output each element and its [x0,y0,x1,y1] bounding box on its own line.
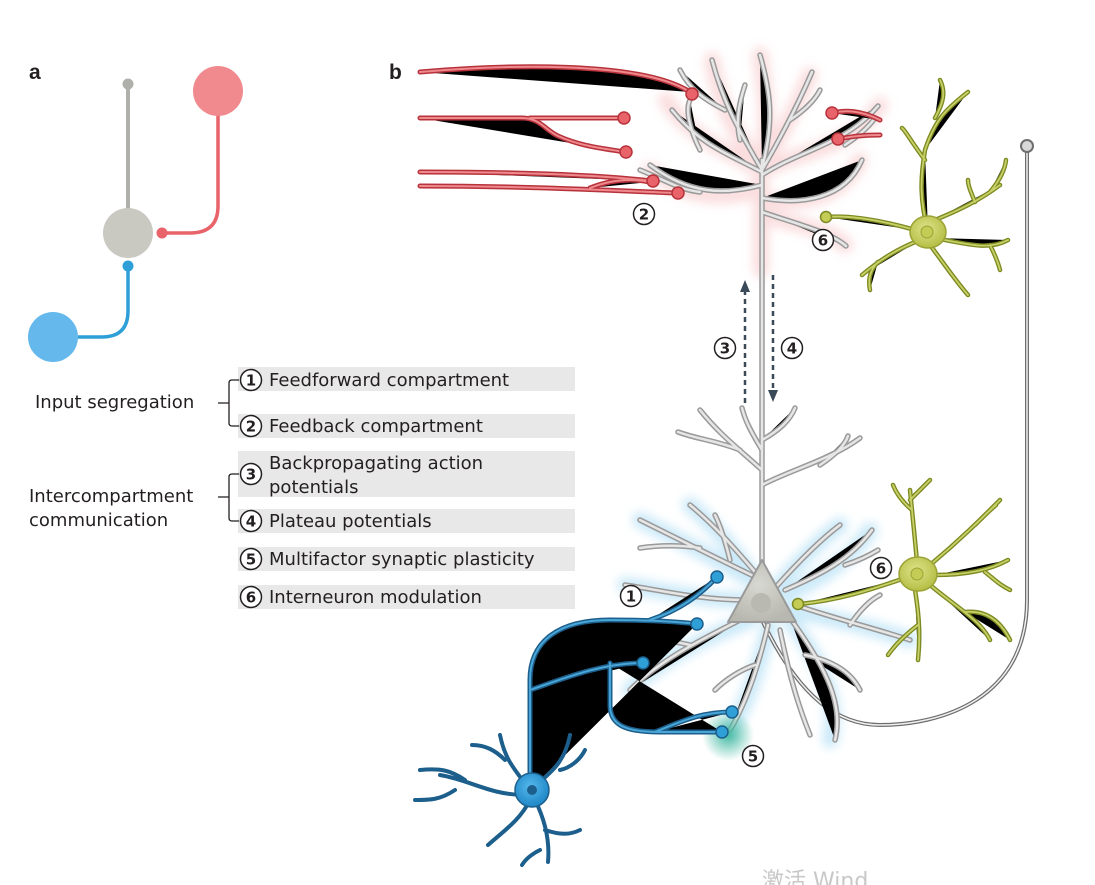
legend-label-3-line2: potentials [269,477,358,498]
feedforward-neuron [413,570,739,867]
blue-synapse [122,260,134,272]
legend-box-3 [238,451,575,497]
panel-a: a [28,61,243,362]
legend-number-1: 1 [246,372,256,390]
grey-process-terminal [122,78,134,90]
legend-number-3: 3 [246,466,256,484]
marker-plasticity: 5 [748,748,758,766]
legend: 1 2 3 4 5 6 Feedforward compartment Feed… [29,367,575,609]
group-label-input-segregation: Input segregation [35,392,194,413]
pyramidal-nucleus [751,593,771,613]
red-input-soma [193,66,243,116]
intercompartment-arrows [740,275,778,403]
legend-number-5: 5 [246,551,256,569]
legend-number-6: 6 [246,589,256,607]
marker-bap: 3 [720,340,730,358]
group-label-intercompartment-line1: Intercompartment [29,486,193,507]
legend-label-1: Feedforward compartment [269,370,509,391]
interneuron-top [819,80,1009,295]
panel-a-feedback-input [156,66,243,239]
panel-a-grey-neuron [103,78,153,258]
pyramidal-axon [760,139,1034,727]
panel-a-feedforward-input [28,260,134,362]
axon-terminal [1020,139,1034,153]
pyramidal-soma [727,559,797,623]
watermark: 激活 Wind [762,869,868,885]
red-synapse [156,227,168,239]
legend-box-4 [238,509,575,533]
marker-feedforward: 1 [626,588,636,606]
legend-label-3-line1: Backpropagating action [269,453,483,474]
legend-label-2: Feedback compartment [269,416,483,437]
marker-interneuron-top: 6 [818,232,828,250]
group-label-intercompartment-line2: communication [29,510,168,531]
legend-label-4: Plateau potentials [269,511,432,532]
panel-b: b [389,47,1034,867]
panel-b-letter: b [389,61,402,84]
feedback-axons [420,67,880,200]
interneuron-top-bouton [819,210,833,224]
interneuron-bottom-bouton [791,597,805,611]
interneuron-bottom [791,480,1011,660]
feedback-synapse-boutons [617,87,845,200]
legend-box-2 [238,414,575,438]
marker-interneuron-bottom: 6 [876,560,886,578]
blue-input-soma [28,312,78,362]
legend-number-badges: 1 2 3 4 5 6 [239,368,263,609]
bracket-input-segregation [218,379,239,427]
marker-feedback: 2 [639,206,649,224]
pyramidal-neuron [625,55,910,740]
legend-label-6: Interneuron modulation [269,587,482,608]
grey-soma [103,208,153,258]
blue-input-axon [78,268,130,339]
legend-number-4: 4 [246,513,256,531]
diagram-markers: 2 3 4 1 5 6 6 [619,202,893,768]
red-input-axon [164,108,220,235]
legend-box-6 [238,585,575,609]
bracket-intercompartment [218,473,239,522]
panel-a-letter: a [29,61,41,84]
legend-label-5: Multifactor synaptic plasticity [269,549,535,570]
feedforward-synapse-boutons [636,570,739,739]
legend-box-1 [238,367,575,391]
legend-box-5 [238,547,575,571]
legend-number-2: 2 [246,418,256,436]
marker-plateau: 4 [787,340,797,358]
